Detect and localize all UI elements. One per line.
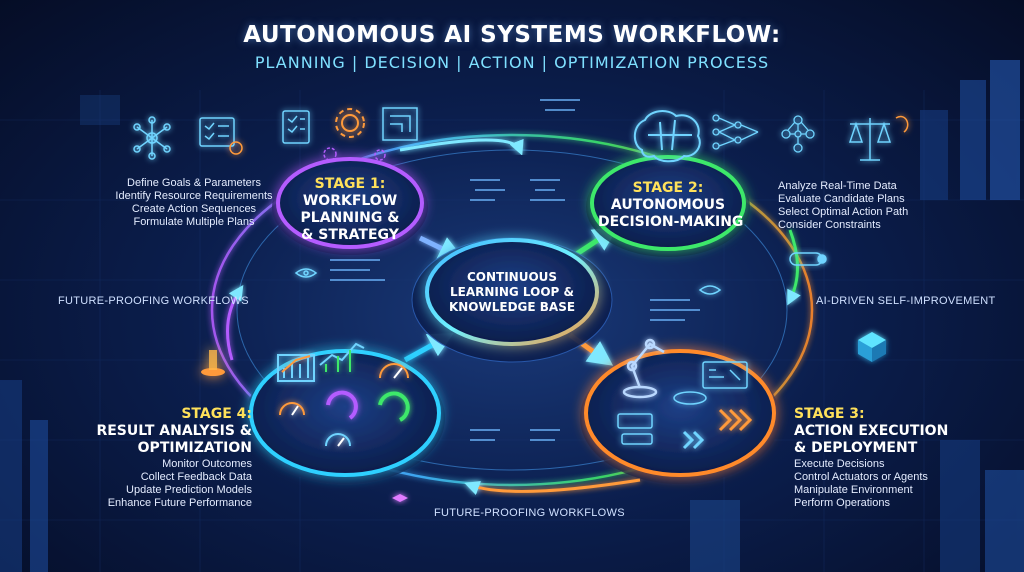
neural-net-icon — [712, 114, 759, 150]
list-item: Control Actuators or Agents — [794, 471, 928, 483]
toggle-icon — [789, 252, 827, 266]
top-flow-arrow — [399, 138, 524, 156]
stage2-title: STAGE 2: AUTONOMOUS DECISION-MAKING — [598, 180, 744, 231]
stage4-disc — [245, 349, 445, 484]
stage2-label: STAGE 2: — [632, 180, 704, 196]
list-item: Manipulate Environment — [794, 484, 913, 496]
balance-scale-icon — [848, 115, 909, 161]
center-line3: KNOWLEDGE BASE — [448, 300, 576, 314]
list-item: Enhance Future Performance — [107, 497, 252, 509]
stage4-line2: OPTIMIZATION — [137, 440, 252, 456]
line-chart-icon — [319, 342, 365, 372]
gear-icon — [335, 108, 365, 138]
center-line1: CONTINUOUS — [466, 270, 558, 284]
control-panel-icon — [617, 361, 748, 445]
beacon-icon — [201, 350, 225, 376]
right-flow-arrow — [787, 229, 801, 306]
list-item: Execute Decisions — [794, 458, 885, 470]
stage1-title: STAGE 1: WORKFLOW PLANNING & & STRATEGY — [300, 176, 400, 244]
stage2-disc — [586, 155, 750, 257]
stage4-line1: RESULT ANALYSIS & — [96, 423, 252, 439]
left-flow-arrow — [226, 285, 244, 361]
side-label-left: FUTURE-PROOFING WORKFLOWS — [58, 295, 249, 307]
page-subtitle: PLANNING | DECISION | ACTION | OPTIMIZAT… — [254, 53, 770, 72]
list-item: Define Goals & Parameters — [127, 177, 261, 189]
chip-icon — [392, 494, 408, 502]
checklist-icon — [199, 117, 243, 155]
list-item: Consider Constraints — [778, 219, 881, 231]
stage4-label: STAGE 4: — [181, 406, 252, 422]
stage2-line1: AUTONOMOUS — [610, 197, 726, 213]
background-towers — [0, 60, 1024, 572]
forward-arrows-icon — [682, 408, 753, 450]
checklist-icon-2 — [282, 110, 310, 144]
list-item: Update Prediction Models — [126, 484, 252, 496]
list-item: Create Action Sequences — [131, 203, 257, 215]
stage2-bullets: Analyze Real-Time Data Evaluate Candidat… — [778, 180, 908, 232]
list-item: Formulate Multiple Plans — [133, 216, 255, 228]
outer-loop-ring — [210, 133, 814, 487]
gauge-icon — [279, 363, 409, 447]
stage3-line2: & DEPLOYMENT — [794, 440, 918, 456]
page-title: AUTONOMOUS AI SYSTEMS WORKFLOW: — [243, 22, 781, 48]
stage1-label: STAGE 1: — [314, 176, 386, 192]
stage4-title: STAGE 4: RESULT ANALYSIS & OPTIMIZATION — [92, 406, 252, 457]
side-label-bottom: FUTURE-PROOFING WORKFLOWS — [434, 507, 625, 519]
list-item: Perform Operations — [794, 497, 890, 509]
stage1-line1: WORKFLOW — [302, 193, 398, 209]
side-eye-icon — [294, 268, 722, 295]
stage2-line2: DECISION-MAKING — [598, 214, 744, 230]
side-label-right: AI-DRIVEN SELF-IMPROVEMENT — [816, 295, 996, 307]
blueprint-icon — [382, 107, 418, 141]
stage3-title: STAGE 3: ACTION EXECUTION & DEPLOYMENT — [794, 406, 948, 457]
list-item: Analyze Real-Time Data — [778, 180, 897, 192]
list-item: Collect Feedback Data — [140, 471, 252, 483]
list-item: Identify Resource Requirements — [115, 190, 273, 202]
center-hub — [411, 237, 613, 363]
brain-icon — [633, 110, 701, 163]
center-label: CONTINUOUS LEARNING LOOP & KNOWLEDGE BAS… — [442, 270, 582, 315]
stage1-line3: & STRATEGY — [301, 227, 399, 243]
stage3-line1: ACTION EXECUTION — [794, 423, 949, 439]
center-line2: LEARNING LOOP & — [449, 285, 574, 299]
stage3-bullets: Execute Decisions Control Actuators or A… — [794, 458, 928, 510]
list-item: Select Optimal Action Path — [778, 206, 909, 218]
list-item: Evaluate Candidate Plans — [778, 193, 905, 205]
stage1-line2: PLANNING & — [300, 210, 400, 226]
stage3-label: STAGE 3: — [794, 406, 865, 422]
cube-icon — [858, 332, 886, 362]
stage1-disc — [272, 157, 428, 255]
network-icon — [133, 116, 171, 160]
stage1-bullets: Define Goals & Parameters Identify Resou… — [108, 177, 280, 229]
neural-net-icon-2 — [781, 115, 815, 153]
cycle-icon — [326, 390, 410, 422]
data-streams — [330, 99, 700, 441]
stage3-disc — [580, 349, 780, 484]
bar-chart-icon — [277, 354, 315, 382]
gears-icon — [323, 147, 386, 161]
list-item: Monitor Outcomes — [162, 458, 252, 470]
stage4-bullets: Monitor Outcomes Collect Feedback Data U… — [92, 458, 252, 510]
robot-arm-icon — [622, 338, 665, 399]
bottom-flow-arrow — [464, 478, 641, 496]
